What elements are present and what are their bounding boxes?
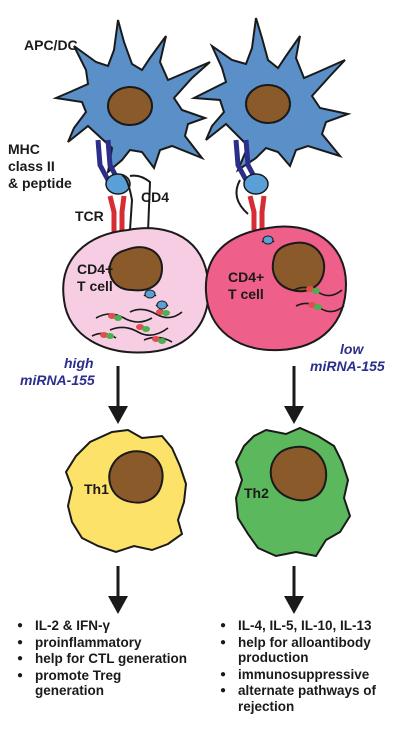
tcr-right <box>247 195 257 230</box>
th1-nucleus <box>108 450 164 504</box>
cd4-right <box>235 179 249 215</box>
mirna-strands-high <box>91 308 183 343</box>
th2-list-item: help for alloantibody production <box>220 635 398 666</box>
th1-label: Th1 <box>84 481 109 497</box>
th2-list-item: immunosuppressive <box>220 667 398 683</box>
arrow-left-2 <box>108 566 128 614</box>
arrow-left-1 <box>108 366 128 424</box>
peptide-left <box>105 173 131 195</box>
cd4-t-cell-left-line1: CD4+ <box>77 261 113 277</box>
arrow-right-1 <box>284 366 304 424</box>
mhc-class-ii-left <box>95 139 111 182</box>
high-mirna-label-line1: high <box>64 355 94 371</box>
arrow-right-2 <box>284 566 304 614</box>
low-mirna-label-line2: miRNA-155 <box>310 358 385 374</box>
th2-cell <box>234 426 352 558</box>
mhc-tcr-complex-right <box>233 139 269 230</box>
th1-list-item: IL-2 & IFN-γ <box>17 618 192 634</box>
t-cell-low-nucleus <box>271 241 326 293</box>
th2-label: Th2 <box>244 485 269 501</box>
high-mirna-label-line2: miRNA-155 <box>20 372 95 388</box>
cd4-t-cell-right-line1: CD4+ <box>228 269 264 285</box>
mhc-class-ii-right <box>233 139 249 182</box>
mhc-label-line2: class II <box>8 158 55 174</box>
t-cell-low-body <box>204 225 348 352</box>
cd4-t-cell-right-line2: T cell <box>228 286 264 302</box>
dendritic-cell-left <box>52 19 211 175</box>
th2-list-item: IL-4, IL-5, IL-10, IL-13 <box>220 618 398 634</box>
peptide-right <box>243 173 269 195</box>
mirna-complexes-high <box>100 309 170 344</box>
low-mirna-label-line1: low <box>340 341 364 357</box>
t-cell-high <box>62 227 210 354</box>
tcr-left <box>107 195 117 232</box>
t-cell-high-nucleus <box>108 246 164 292</box>
dendritic-cell-right <box>190 17 352 173</box>
apc-dc-label: APC/DC <box>24 37 78 53</box>
cd4-left <box>121 174 152 233</box>
cd4-t-cell-left-line2: T cell <box>77 278 113 294</box>
th1-list-item: proinflammatory <box>17 635 192 651</box>
t-cell-low <box>204 225 348 352</box>
th2-nucleus <box>269 445 328 502</box>
dendritic-cell-left-nucleus <box>107 86 153 126</box>
dendritic-cell-right-nucleus <box>245 84 291 124</box>
mhc-label-line1: MHC <box>8 141 40 157</box>
th1-list-item: help for CTL generation <box>17 651 192 667</box>
ribosome-low <box>261 235 275 245</box>
tcr-label: TCR <box>75 208 104 224</box>
cd4-label: CD4 <box>141 189 169 205</box>
th1-outcome-list: IL-2 & IFN-γ proinflammatory help for CT… <box>17 618 192 700</box>
mirna-complexes-low <box>306 286 322 310</box>
th1-list-item: promote Treg generation <box>17 668 192 699</box>
th1-cell <box>64 428 188 554</box>
ribosome-high <box>143 289 169 310</box>
mhc-label-line3: & peptide <box>8 175 72 191</box>
th2-list-item: alternate pathways of rejection <box>220 683 398 714</box>
mhc-tcr-complex-left <box>95 139 152 233</box>
th2-outcome-list: IL-4, IL-5, IL-10, IL-13 help for alloan… <box>220 618 398 715</box>
